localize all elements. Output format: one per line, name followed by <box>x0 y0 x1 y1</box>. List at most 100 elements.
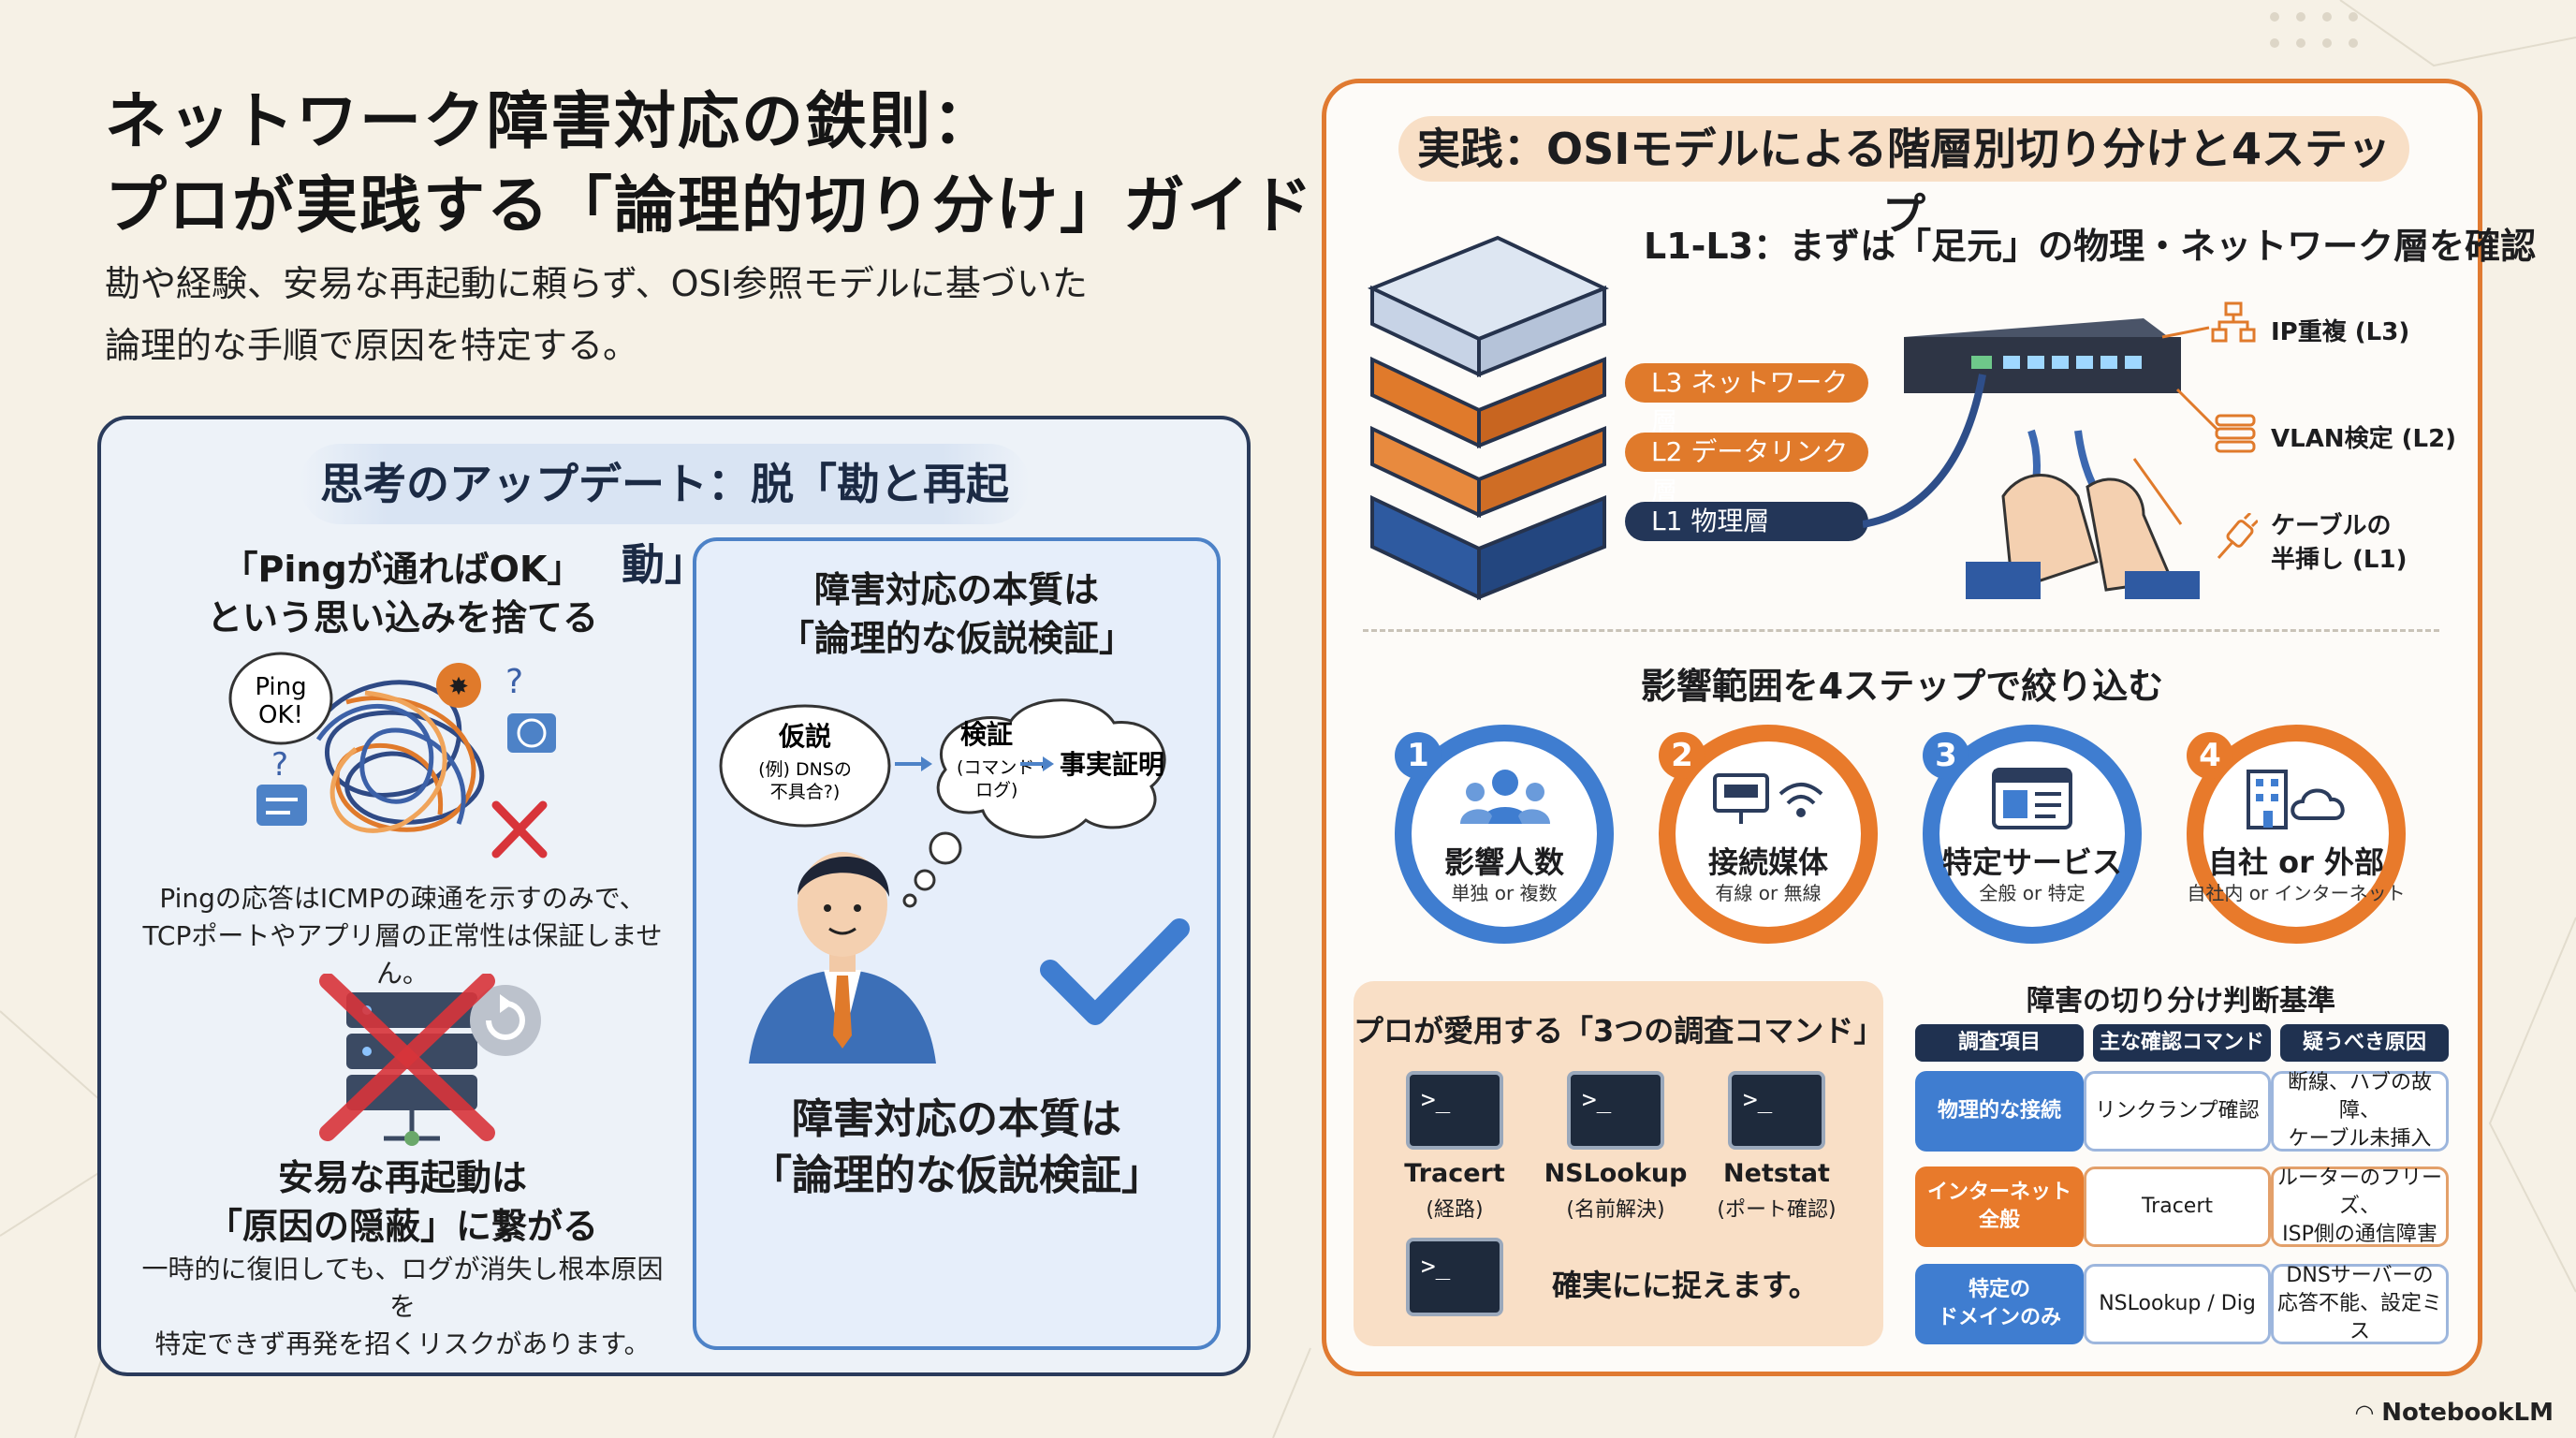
criteria-row-2-cause-line2: ISP側の通信障害 <box>2282 1223 2437 1246</box>
hypothesis-verification-box <box>693 537 1221 1350</box>
notebooklm-watermark: ◠ NotebookLM <box>2356 1399 2554 1427</box>
criteria-row-2-item-line2: 全般 <box>1978 1209 2020 1232</box>
criteria-row-1-cause-line1: 断線、ハブの故障、 <box>2287 1071 2432 1123</box>
terminal-icon-netstat: >_ <box>1728 1071 1825 1150</box>
notebooklm-label: NotebookLM <box>2381 1399 2554 1427</box>
osi-layer-stack <box>1368 235 1609 601</box>
verification-bubble-line2: ログ) <box>975 780 1017 800</box>
osi-layer-l2 <box>1370 425 1606 519</box>
commands-title: プロが愛用する「3つの調査コマンド」 <box>1354 1013 1884 1049</box>
verification-cloud-bubble: 検証 (コマンド・ ログ) 事実証明 <box>936 698 1166 839</box>
ping-note-line1: Pingの応答はICMPの疎通を示すのみで、 <box>159 883 646 914</box>
criteria-row-1-item: 物理的な接続 <box>1915 1071 2084 1152</box>
command-netstat-sub: (ポート確認) <box>1717 1198 1837 1222</box>
osi-layer-l3 <box>1370 356 1606 449</box>
criteria-header-item: 調査項目 <box>1915 1024 2084 1062</box>
check-mark-icon <box>1040 918 1190 1025</box>
step-1-number: 1 <box>1395 732 1442 779</box>
cross-mark-icon <box>319 974 495 1141</box>
osi-check-cable-line1: ケーブルの <box>2271 512 2392 540</box>
restart-icon <box>470 985 541 1056</box>
bug-icon: ✸ <box>436 663 481 708</box>
osi-practice-heading-text: 実践：OSIモデルによる階層別切り分けと4ステップ <box>1417 124 2391 240</box>
osi-layer-l1 <box>1370 494 1606 601</box>
hypothesis-title: 障害対応の本質は 「論理的な仮説検証」 <box>711 565 1202 663</box>
osi-layer-title: L1-L3：まずは「足元」の物理・ネットワーク層を確認 <box>1644 226 2537 267</box>
criteria-row-1-cause: 断線、ハブの故障、 ケーブル未挿入 <box>2271 1071 2449 1152</box>
tangled-cable-illustration: Ping OK! ✸ ? ? <box>228 652 556 858</box>
osi-check-cable: ケーブルの 半挿し (L1) <box>2271 509 2407 577</box>
service-window-icon <box>1992 768 2072 829</box>
command-tracert-sub: (経路) <box>1426 1198 1484 1222</box>
hypothesis-bottom-line2: 「論理的な仮説検証」 <box>751 1152 1163 1199</box>
hierarchy-icon <box>2211 301 2256 343</box>
subtitle-line1: 勘や経験、安易な再起動に頼らず、OSI参照モデルに基づいた <box>105 263 1088 304</box>
terminal-icon-nslookup: >_ <box>1567 1071 1664 1150</box>
criteria-title: 障害の切り分け判断基準 <box>2027 985 2335 1018</box>
criteria-row-3-item-line2: ドメインのみ <box>1937 1306 2061 1329</box>
criteria-row-3-command: NSLookup / Dig <box>2084 1264 2271 1344</box>
four-steps-title: 影響範囲を4ステップで絞り込む <box>1640 666 2164 707</box>
criteria-row-2-cause-line1: ルーターのフリーズ、 <box>2276 1167 2442 1218</box>
osi-check-vlan: VLAN検定 (L2) <box>2271 425 2457 453</box>
osi-layer-label-l3: L3 ネットワーク層 <box>1625 363 1868 437</box>
question-mark-icon: ? <box>271 746 288 784</box>
thinking-update-heading: 思考のアップデート：脱「勘と再起動」 <box>300 444 1030 590</box>
step-4-title: 自社 or 外部 <box>2207 844 2385 880</box>
section-divider <box>1363 629 2439 632</box>
criteria-row-3-cause-line2: 応答不能、設定ミス <box>2276 1292 2442 1343</box>
hypothesis-title-line2: 「論理的な仮説検証」 <box>778 618 1134 659</box>
hypothesis-thinking-illustration: 仮説 (例) DNSの 不具合?) 検証 (コマンド・ ログ) 事実証明 <box>719 698 1190 1064</box>
osi-layer-label-l2: L2 データリンク層 <box>1625 433 1868 506</box>
terminal-icon-tracert: >_ <box>1406 1071 1503 1150</box>
osi-layer-label-l1: L1 物理層 <box>1625 502 1868 541</box>
building-cloud-icon <box>2247 770 2345 829</box>
hypothesis-bubble: 仮説 (例) DNSの 不具合?) <box>719 704 891 828</box>
osi-check-cable-line2: 半挿し (L1) <box>2271 546 2408 574</box>
step-1-sub: 単独 or 複数 <box>1451 882 1558 904</box>
terminal-icon-extra: >_ <box>1406 1238 1503 1316</box>
arrow-right-icon <box>895 756 932 771</box>
ping-note-line2: TCPポートやアプリ層の正常性は保証しません。 <box>142 920 663 989</box>
reboot-title-line2: 「原因の隠蔽」に繋がる <box>206 1206 598 1247</box>
step-2-sub: 有線 or 無線 <box>1715 882 1822 904</box>
hypothesis-bottom-statement: 障害対応の本質は 「論理的な仮説検証」 <box>711 1092 1202 1204</box>
osi-practice-heading: 実践：OSIモデルによる階層別切り分けと4ステップ <box>1398 116 2409 240</box>
thinking-update-heading-text: 思考のアップデート：脱「勘と再起動」 <box>320 459 1009 590</box>
criteria-header-command: 主な確認コマンド <box>2093 1024 2271 1062</box>
hypothesis-bubble-line2: 不具合?) <box>770 782 841 802</box>
wired-wireless-icon <box>1713 773 1823 824</box>
hypothesis-bubble-line1: (例) DNSの <box>758 759 852 780</box>
ping-myth-note: Pingの応答はICMPの疎通を示すのみで、 TCPポートやアプリ層の正常性は保… <box>131 880 674 992</box>
verification-bubble-title: 検証 <box>960 719 1013 750</box>
criteria-row-1-cause-line2: ケーブル未挿入 <box>2288 1127 2432 1151</box>
step-2-title: 接続媒体 <box>1707 844 1828 880</box>
reboot-warning-title: 安易な再起動は 「原因の隠蔽」に繋がる <box>140 1153 665 1251</box>
hypothesis-bottom-line1: 障害対応の本質は <box>792 1095 1121 1143</box>
thinking-person-icon <box>749 852 936 1064</box>
switch-icon <box>1904 318 2181 393</box>
criteria-row-2-command: Tracert <box>2084 1167 2271 1247</box>
cross-mark-icon <box>491 800 548 858</box>
criteria-row-2-item: インターネット 全般 <box>1915 1167 2084 1247</box>
svg-text:✸: ✸ <box>448 673 469 701</box>
hypothesis-title-line1: 障害対応の本質は <box>813 569 1099 610</box>
page-subtitle: 勘や経験、安易な再起動に頼らず、OSI参照モデルに基づいた 論理的な手順で原因を… <box>105 253 1088 376</box>
reboot-title-line1: 安易な再起動は <box>277 1157 527 1198</box>
criteria-row-3-item: 特定の ドメインのみ <box>1915 1264 2084 1344</box>
osi-check-ip-duplicate: IP重複 (L3) <box>2271 318 2410 346</box>
ping-ok-bubble: Ping OK! <box>228 652 333 745</box>
arrow-right-icon <box>1020 756 1054 771</box>
criteria-row-3-cause-line1: DNSサーバーの <box>2286 1264 2434 1287</box>
server-reboot-illustration <box>319 974 541 1146</box>
criteria-row-2-cause: ルーターのフリーズ、 ISP側の通信障害 <box>2271 1167 2449 1247</box>
step-3-title: 特定サービス <box>1941 844 2122 880</box>
command-tracert-name: Tracert <box>1404 1159 1505 1188</box>
page-title-line2: プロが実践する「論理的切り分け」ガイド <box>105 169 1314 242</box>
step-4-sub: 自社内 or インターネット <box>2187 882 2406 904</box>
settings-window-icon <box>256 785 307 826</box>
command-nslookup-sub: (名前解決) <box>1566 1198 1665 1222</box>
subtitle-line2: 論理的な手順で原因を特定する。 <box>105 325 639 366</box>
reboot-note-line2: 特定できず再発を招くリスクがあります。 <box>154 1328 651 1359</box>
page-title-line1: ネットワーク障害対応の鉄則： <box>105 85 996 157</box>
